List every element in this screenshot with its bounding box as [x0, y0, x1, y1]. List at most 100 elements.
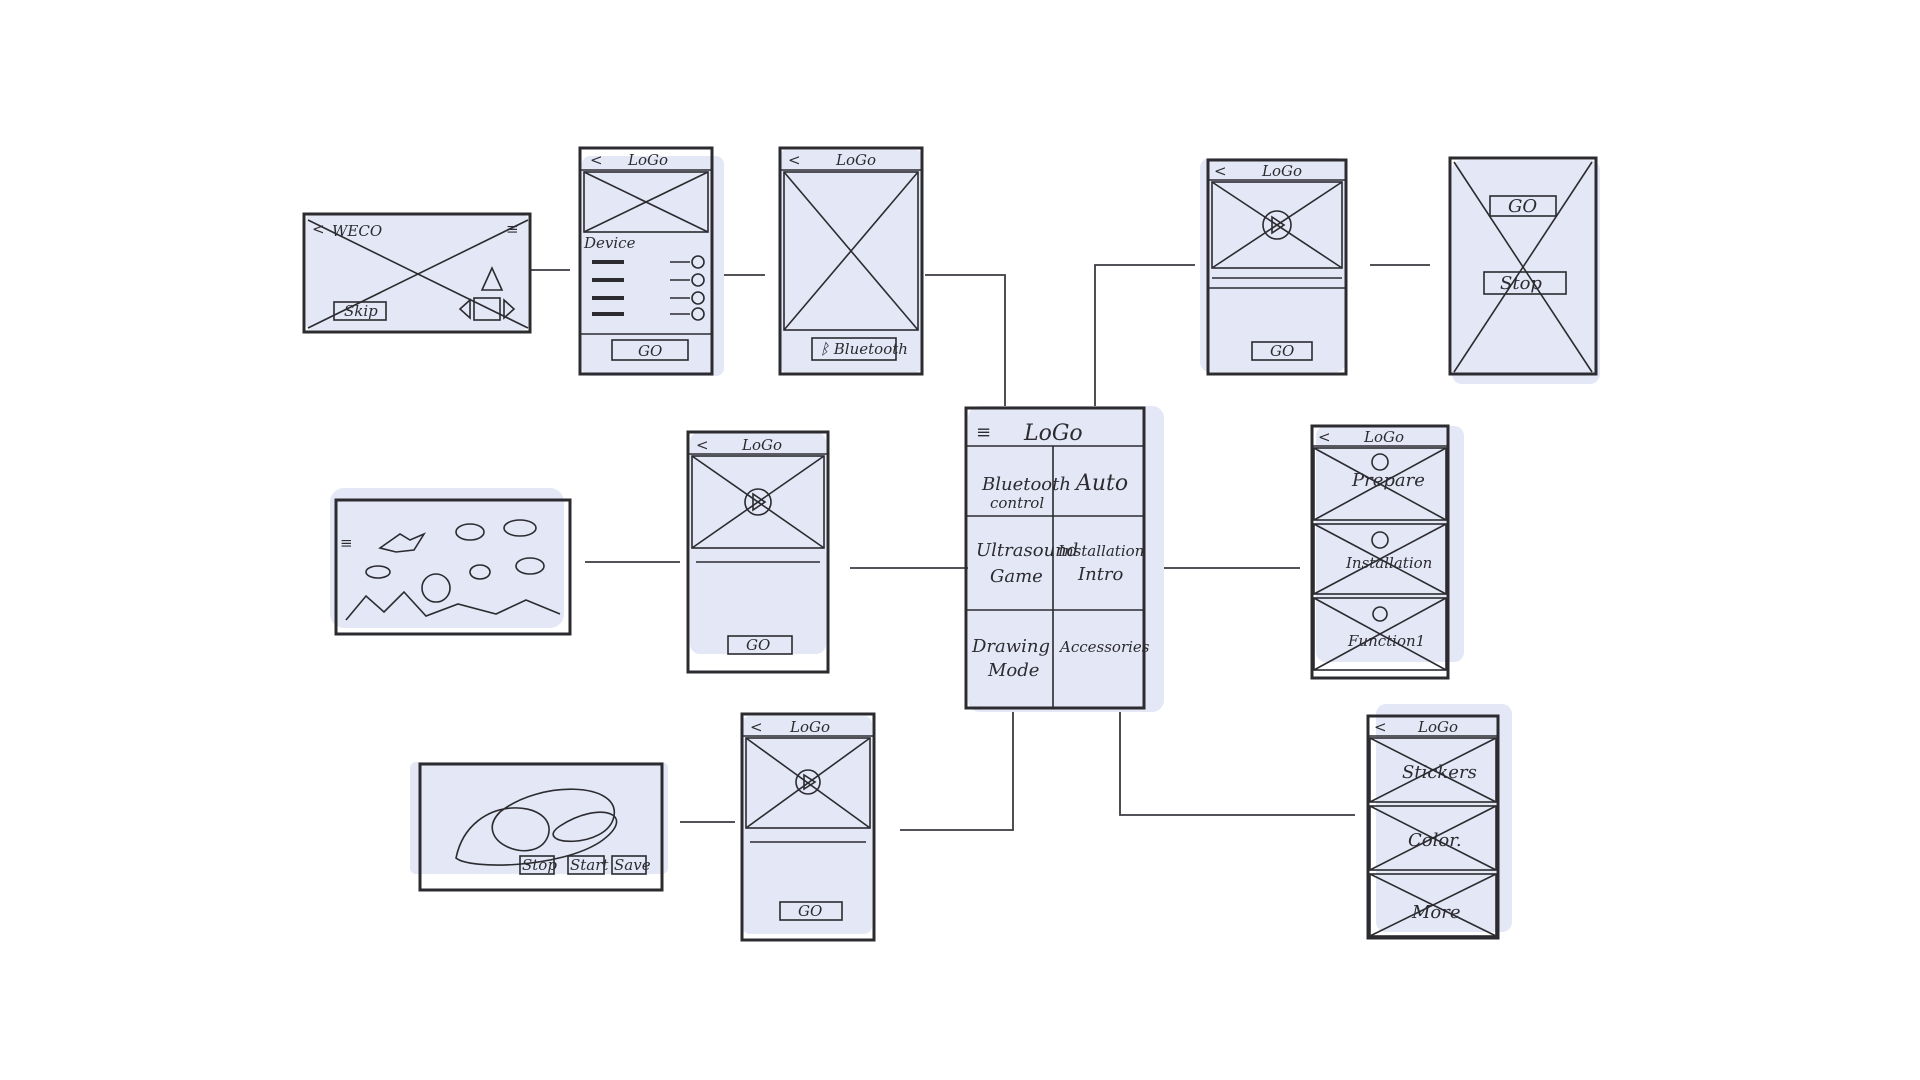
svg-text:Save: Save: [614, 856, 651, 874]
play-icon: [1371, 531, 1389, 549]
game-clouds: [365, 519, 545, 580]
welcome-title: WECO: [332, 222, 382, 240]
accessory-item-color[interactable]: Color.: [1369, 805, 1497, 871]
info-icon[interactable]: [691, 307, 705, 321]
go-button[interactable]: [611, 339, 689, 361]
page-indicator: [473, 297, 501, 321]
game-video-screen: < LoGo GO: [686, 430, 830, 674]
svg-text:Function1: Function1: [1347, 632, 1425, 650]
device-section-label: Device: [583, 234, 636, 252]
drawing-scribble: [455, 788, 618, 866]
svg-text:Color.: Color.: [1408, 830, 1462, 851]
go-label: GO: [1270, 342, 1294, 360]
install-item-installation[interactable]: Installation: [1313, 523, 1447, 595]
welcome-screen: < WECO ≡ Skip: [302, 212, 532, 334]
info-icon[interactable]: [691, 291, 705, 305]
svg-text:Installation: Installation: [1057, 542, 1144, 560]
back-icon[interactable]: <: [312, 220, 325, 238]
main-menu-screen: ≡ LoGo Bluetooth control Auto Ultrasound…: [964, 406, 1164, 712]
link-bluetooth-menu: [925, 274, 1006, 415]
back-icon[interactable]: <: [750, 718, 763, 736]
back-icon[interactable]: <: [788, 151, 801, 169]
accessories-logo: LoGo: [1417, 718, 1458, 736]
install-item-prepare[interactable]: Prepare: [1313, 447, 1447, 521]
stop-button[interactable]: [519, 855, 555, 875]
info-icon[interactable]: [691, 255, 705, 269]
device-list-screen: < LoGo Device GO: [578, 146, 724, 376]
bluetooth-screen: < LoGo ᛒ Bluetooth: [778, 146, 924, 376]
svg-text:Installation: Installation: [1345, 554, 1432, 572]
info-icon[interactable]: [691, 273, 705, 287]
skip-button[interactable]: [333, 301, 387, 321]
accessory-item-stickers[interactable]: Stickers: [1369, 737, 1497, 803]
game-scene-screen: ≡: [330, 488, 572, 636]
side-marks: ≡: [340, 534, 353, 552]
svg-text:Drawing: Drawing: [971, 636, 1050, 657]
auto-control-screen: GO Stop: [1448, 156, 1600, 384]
svg-text:Bluetooth: Bluetooth: [981, 474, 1071, 495]
prev-icon[interactable]: [458, 298, 471, 320]
bird-icon: [378, 532, 427, 553]
accessory-item-more[interactable]: More: [1369, 873, 1497, 937]
go-button[interactable]: [779, 901, 843, 921]
bluetooth-button[interactable]: [811, 337, 897, 361]
svg-text:Game: Game: [990, 566, 1043, 587]
tile-ultrasound-game[interactable]: Ultrasound Game: [976, 540, 1078, 587]
tile-accessories[interactable]: Accessories: [1058, 638, 1150, 656]
back-icon[interactable]: <: [1214, 162, 1227, 180]
bluetooth-logo: LoGo: [835, 151, 876, 169]
install-item-function1[interactable]: Function1: [1313, 597, 1447, 671]
play-icon: [1372, 606, 1388, 622]
character-icon: [421, 573, 451, 603]
link-menu-accessories: [1119, 670, 1355, 816]
device-logo: LoGo: [627, 151, 668, 169]
drawing-canvas-screen: Stop Start Save: [410, 762, 668, 892]
play-icon[interactable]: [795, 769, 821, 795]
back-icon[interactable]: <: [696, 436, 709, 454]
svg-text:More: More: [1411, 902, 1461, 923]
connector-lines: [530, 264, 1430, 831]
installation-screen: < LoGo Prepare Installation Function1: [1310, 424, 1464, 680]
tile-auto[interactable]: Auto: [1074, 471, 1128, 496]
drawing-video-screen: < LoGo GO: [740, 712, 876, 942]
auto-logo: LoGo: [1261, 162, 1302, 180]
installation-logo: LoGo: [1363, 428, 1404, 446]
menu-logo: LoGo: [1023, 421, 1083, 446]
go-label: GO: [638, 342, 662, 360]
hamburger-icon[interactable]: ≡: [976, 422, 991, 443]
device-rows: [592, 255, 705, 321]
link-menu-drawing: [900, 670, 1014, 831]
go-label: GO: [1508, 196, 1537, 217]
skip-label: Skip: [344, 302, 378, 320]
svg-text:control: control: [990, 494, 1044, 512]
svg-text:Ultrasound: Ultrasound: [976, 540, 1078, 561]
tile-installation-intro[interactable]: Installation Intro: [1057, 542, 1144, 585]
menu-icon[interactable]: ≡: [506, 220, 519, 238]
back-icon[interactable]: <: [1318, 428, 1331, 446]
tile-drawing-mode[interactable]: Drawing Mode: [971, 636, 1050, 681]
drawing-logo: LoGo: [789, 718, 830, 736]
go-label: GO: [746, 636, 770, 654]
accessories-screen: < LoGo Stickers Color. More: [1366, 704, 1512, 940]
link-menu-auto: [1094, 264, 1195, 415]
go-button[interactable]: [1489, 195, 1557, 217]
svg-text:Stop: Stop: [522, 856, 557, 874]
save-button[interactable]: [611, 855, 647, 875]
svg-text:Start: Start: [570, 856, 609, 874]
start-button[interactable]: [567, 855, 605, 875]
stop-button[interactable]: [1483, 271, 1567, 295]
back-icon[interactable]: <: [590, 151, 603, 169]
play-icon[interactable]: [1262, 210, 1292, 240]
svg-text:Prepare: Prepare: [1351, 470, 1425, 491]
auto-video-screen: < LoGo GO: [1200, 158, 1348, 376]
svg-text:Intro: Intro: [1077, 564, 1124, 585]
tile-bluetooth-control[interactable]: Bluetooth control: [981, 474, 1071, 512]
play-icon[interactable]: [744, 488, 772, 516]
warning-icon: [480, 266, 504, 291]
go-button[interactable]: [1251, 341, 1313, 361]
next-icon[interactable]: [503, 298, 516, 320]
svg-text:Auto: Auto: [1074, 471, 1128, 496]
go-button[interactable]: [727, 635, 793, 655]
svg-text:Stickers: Stickers: [1402, 762, 1477, 783]
back-icon[interactable]: <: [1374, 718, 1387, 736]
